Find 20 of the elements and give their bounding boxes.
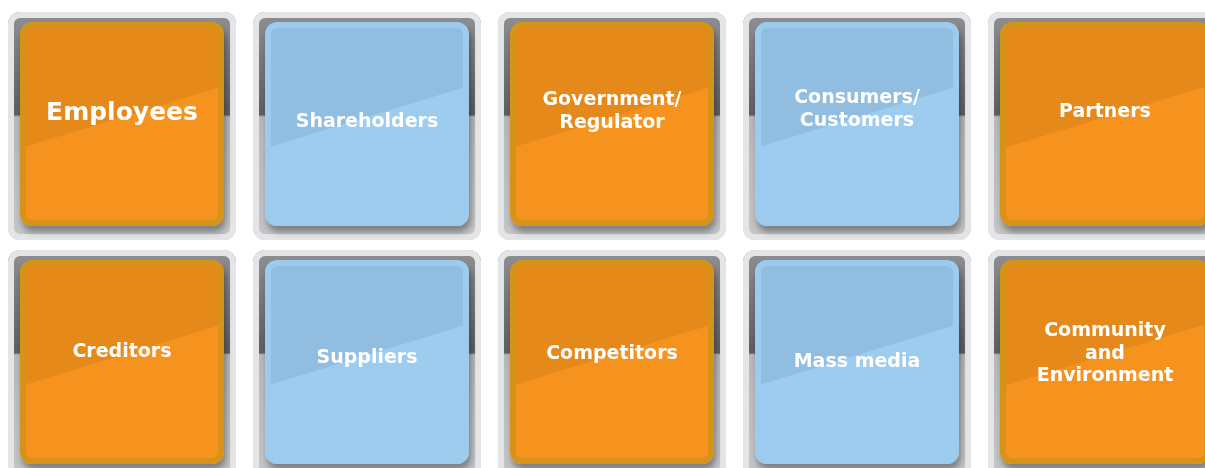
stakeholder-tile bbox=[265, 260, 469, 464]
stakeholder-label: Partners bbox=[1058, 98, 1152, 122]
stakeholder-tile bbox=[510, 22, 714, 226]
stakeholder-tile bbox=[1000, 260, 1205, 464]
stakeholder-label: Consumers/ Customers bbox=[793, 85, 921, 131]
stakeholder-tile bbox=[265, 22, 469, 226]
stakeholder-tile bbox=[1000, 22, 1205, 226]
stakeholder-label: Creditors bbox=[71, 338, 173, 362]
stakeholder-label: Suppliers bbox=[315, 344, 419, 368]
stakeholder-label: Employees bbox=[45, 97, 199, 127]
stakeholder-tile bbox=[510, 260, 714, 464]
stakeholder-tile bbox=[20, 22, 224, 226]
stakeholder-label: Community and Environment bbox=[1035, 317, 1175, 387]
stakeholder-label: Competitors bbox=[545, 340, 679, 364]
stakeholder-tile bbox=[755, 22, 959, 226]
stakeholder-label: Shareholders bbox=[294, 108, 440, 132]
stakeholder-tile bbox=[755, 260, 959, 464]
stakeholder-label: Mass media bbox=[792, 348, 922, 372]
stakeholder-label: Government/ Regulator bbox=[541, 87, 683, 133]
stakeholder-tile bbox=[20, 260, 224, 464]
